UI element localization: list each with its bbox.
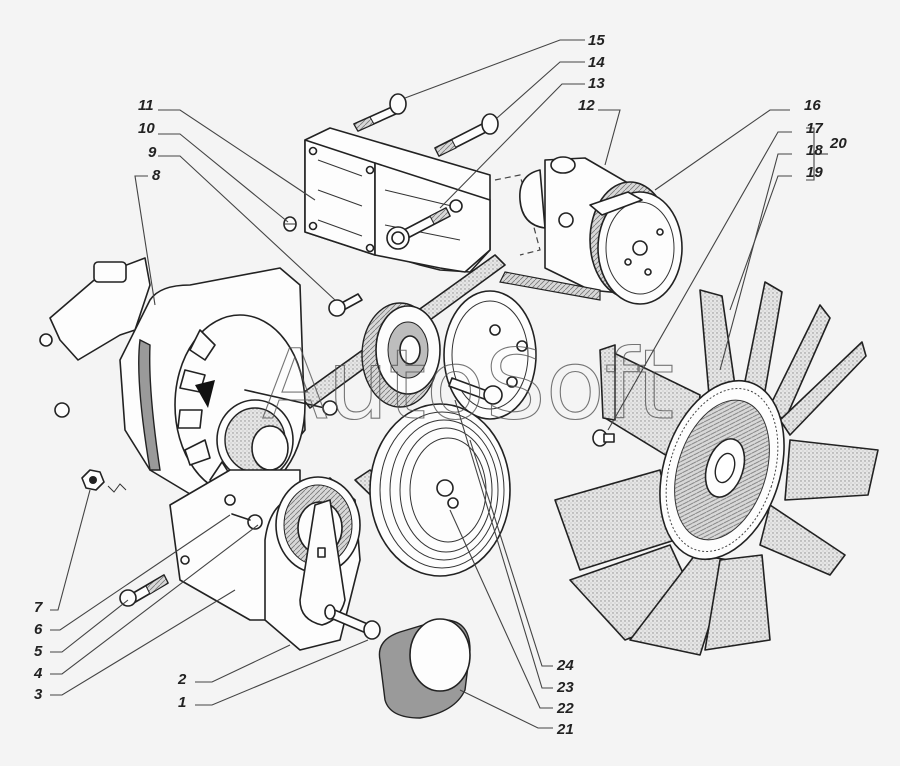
bolt-4 [119,574,169,607]
callout-1: 1 [178,694,186,711]
callout-labels: 15 14 13 12 16 17 18 19 20 11 10 9 8 7 6… [33,32,847,738]
fan-blade [779,341,867,436]
callout-23: 23 [556,679,574,696]
alternator-bolt-head [322,400,338,416]
callout-16: 16 [804,97,821,114]
callout-13: 13 [588,75,605,92]
bolt-9 [328,293,363,317]
callout-5: 5 [34,643,43,660]
callout-2: 2 [177,671,187,688]
callout-22: 22 [556,700,574,717]
fan-blade [759,504,846,576]
nut-7 [81,469,127,493]
crankshaft-pulley [369,403,511,577]
idler-cover [378,618,471,719]
fan-bolt [592,429,615,447]
belt-tensioner [264,476,361,651]
callout-4: 4 [33,665,43,682]
callout-12: 12 [578,97,595,114]
alternator [39,257,306,501]
bolt-14 [434,113,499,157]
callout-6: 6 [34,621,43,638]
bolt-13 [386,207,451,250]
washer-5 [231,513,263,530]
callout-10: 10 [138,120,155,137]
callout-8: 8 [152,167,161,184]
callout-24: 24 [556,657,574,674]
fan-impeller [554,281,879,656]
fan-blade [704,554,771,651]
leader-lines [50,39,828,729]
callout-15: 15 [588,32,605,49]
fan-blade-edge [599,344,616,421]
bolt-idler [448,377,503,405]
callout-20: 20 [829,135,847,152]
callout-7: 7 [34,599,43,616]
sleeve-10 [283,216,297,232]
fan-blade [784,439,879,501]
alternator-bolt [244,389,326,409]
callout-21: 21 [556,721,574,738]
idler-pulley [361,302,441,408]
callout-9: 9 [148,144,157,161]
watermark: AutoSoft [262,329,674,441]
callout-18: 18 [806,142,823,159]
pump-pulley [589,181,683,305]
bolt-15 [353,93,407,132]
callout-11: 11 [138,97,154,114]
viscous-coupling [659,379,785,561]
callout-14: 14 [588,54,605,71]
callout-17: 17 [806,120,823,137]
callout-3: 3 [34,686,43,703]
pulley-bolt-1 [324,604,381,640]
callout-19: 19 [806,164,823,181]
